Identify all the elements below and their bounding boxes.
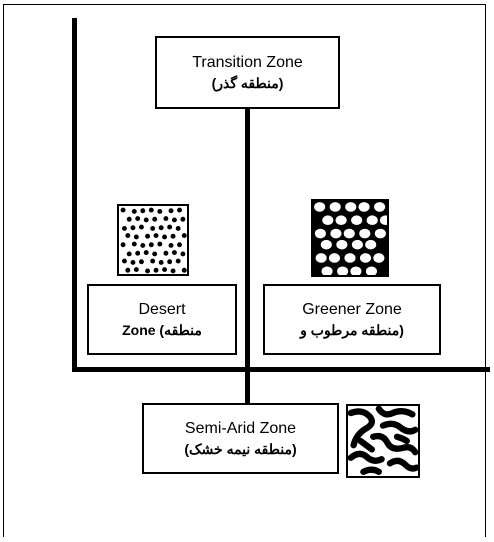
semi-arid-zone-box: Semi-Arid Zone (منطقه نیمه خشک) [142,403,339,474]
greener-zone-box: Greener Zone (منطقه مرطوب و [263,284,441,355]
left-vertical-axis [72,18,77,370]
semi-arid-zone-persian-label: (منطقه نیمه خشک) [184,440,297,457]
horizontal-axis [72,367,490,372]
greener-zone-persian-label: (منطقه مرطوب و [300,321,404,338]
desert-spots-pattern [117,204,189,276]
diagram-frame [3,4,486,537]
greener-zone-label: Greener Zone [302,300,402,318]
transition-zone-box: Transition Zone (منطقه گذر) [155,36,340,109]
transition-zone-label: Transition Zone [192,53,303,71]
greener-gaps-pattern [311,199,389,277]
desert-zone-box: Desert Zone (منطقه [87,284,237,355]
desert-zone-persian-label: Zone (منطقه [122,321,202,338]
semi-arid-labyrinth-pattern [346,404,420,478]
semi-arid-zone-label: Semi-Arid Zone [184,419,297,437]
desert-zone-label: Desert [138,300,186,318]
center-vertical-axis [245,108,250,404]
transition-zone-persian-label: (منطقه گذر) [211,74,284,91]
